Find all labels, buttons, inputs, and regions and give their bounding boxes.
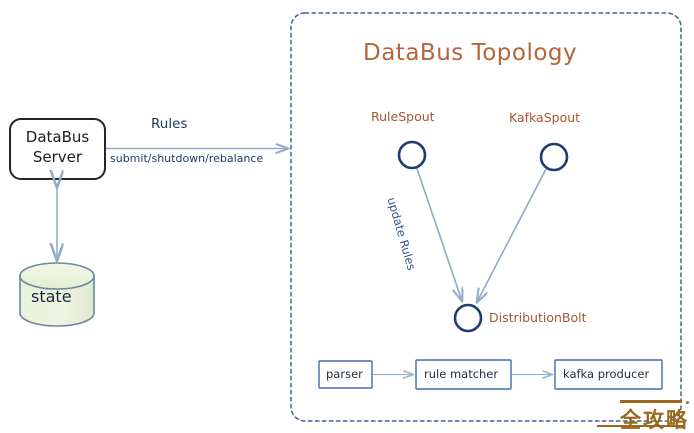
pipeline-label-rule-matcher: rule matcher — [424, 367, 499, 381]
kafkaspout-label: KafkaSpout — [509, 110, 581, 125]
databus-server-label: DataBus Server — [10, 127, 105, 168]
rules-edge-label: Rules — [151, 116, 188, 132]
watermark-bottom-bar — [597, 425, 685, 427]
page-title: DataBus Topology — [363, 40, 578, 66]
pipeline-label-kafka-producer: kafka producer — [563, 367, 650, 381]
pipeline-box-parser — [318, 360, 373, 389]
state-cylinder — [19, 262, 95, 327]
rulespout-label: RuleSpout — [371, 109, 435, 124]
kafkaspout-to-bolt-arrow — [477, 168, 547, 302]
pipeline-box-kafka-producer — [554, 359, 663, 390]
rulespout-circle — [397, 140, 427, 170]
rules-edge-sublabel: submit/shutdown/rebalance — [110, 152, 264, 165]
pipeline-box-rule-matcher — [415, 359, 512, 390]
databus-server-label-line2: Server — [32, 148, 83, 167]
distributionbolt-label: DistributionBolt — [489, 310, 587, 325]
topology-container-border — [290, 12, 682, 422]
pipeline-label-parser: parser — [326, 367, 363, 381]
kafkaspout-circle — [539, 142, 569, 172]
watermark-top-bar — [620, 400, 682, 403]
databus-server-label-line1: DataBus — [25, 128, 90, 146]
distributionbolt-circle — [453, 303, 483, 333]
watermark-dot — [686, 401, 689, 404]
watermark-logo: 全攻略 — [620, 408, 689, 432]
rulespout-to-bolt-arrow — [416, 168, 462, 302]
state-label: state — [31, 287, 72, 306]
